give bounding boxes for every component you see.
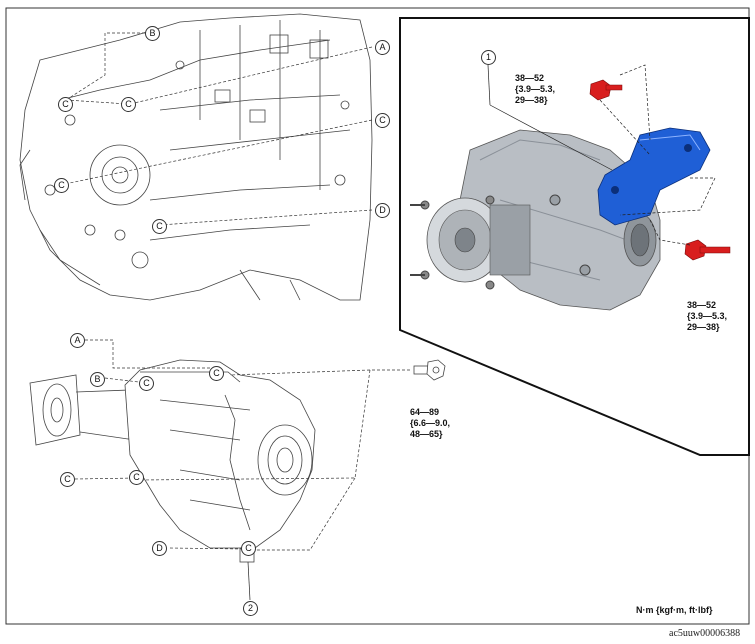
torque-mount-bolt-line1: 64—89 bbox=[410, 407, 440, 417]
callout-C-top-3: C bbox=[54, 178, 69, 193]
torque-right-bolt-line1: 38—52 bbox=[687, 300, 717, 310]
torque-right-bolt-line2: {3.9—5.3, bbox=[687, 311, 728, 321]
torque-top-bolt-line3: 29—38} bbox=[515, 95, 548, 105]
callout-part-1: 1 bbox=[481, 50, 496, 65]
callout-B-bottom: B bbox=[90, 372, 105, 387]
callout-A-top: A bbox=[375, 40, 390, 55]
bottom-leader-lines bbox=[74, 339, 410, 551]
part2-leader bbox=[247, 561, 251, 601]
callout-C-bottom-3: C bbox=[129, 470, 144, 485]
callout-C-top-2: C bbox=[121, 97, 136, 112]
callout-part-2: 2 bbox=[243, 601, 258, 616]
figure-reference-code: ac5uuw00006388 bbox=[669, 628, 741, 639]
callout-C-top-right: C bbox=[375, 113, 390, 128]
callout-D-bottom-left: D bbox=[152, 541, 167, 556]
torque-top-bolt-line2: {3.9—5.3, bbox=[515, 84, 556, 94]
callout-C-bottom-1: C bbox=[139, 376, 154, 391]
transfer-unit-outline bbox=[29, 359, 316, 563]
torque-top-bolt-line1: 38—52 bbox=[515, 73, 545, 83]
callout-C-top-1: C bbox=[58, 97, 73, 112]
callout-A-bottom: A bbox=[70, 333, 85, 348]
callout-C-top-4: C bbox=[152, 219, 167, 234]
red-bolt-right bbox=[684, 239, 731, 261]
part1-leader bbox=[487, 64, 491, 106]
torque-mount-bolt-line3: 48—65} bbox=[410, 429, 443, 439]
red-bolt-top bbox=[589, 79, 623, 101]
part1-leader-2 bbox=[489, 104, 613, 171]
callout-C-bottom-4: C bbox=[241, 541, 256, 556]
callout-D-top-right: D bbox=[375, 203, 390, 218]
transaxle-case-drawing bbox=[19, 13, 373, 301]
callout-B-top: B bbox=[145, 26, 160, 41]
mount-bracket-blue bbox=[597, 127, 711, 226]
mount-bolt-gray bbox=[413, 359, 446, 381]
callout-C-bottom-left: C bbox=[60, 472, 75, 487]
torque-right-bolt-line3: 29—38} bbox=[687, 322, 720, 332]
inset-leader-lines bbox=[599, 64, 716, 246]
top-leader-lines bbox=[59, 32, 373, 226]
torque-mount-bolt-line2: {6.6—9.0, bbox=[410, 418, 451, 428]
torque-unit-label: N·m {kgf·m, ft·lbf} bbox=[636, 605, 713, 615]
callout-C-bottom-2: C bbox=[209, 366, 224, 381]
